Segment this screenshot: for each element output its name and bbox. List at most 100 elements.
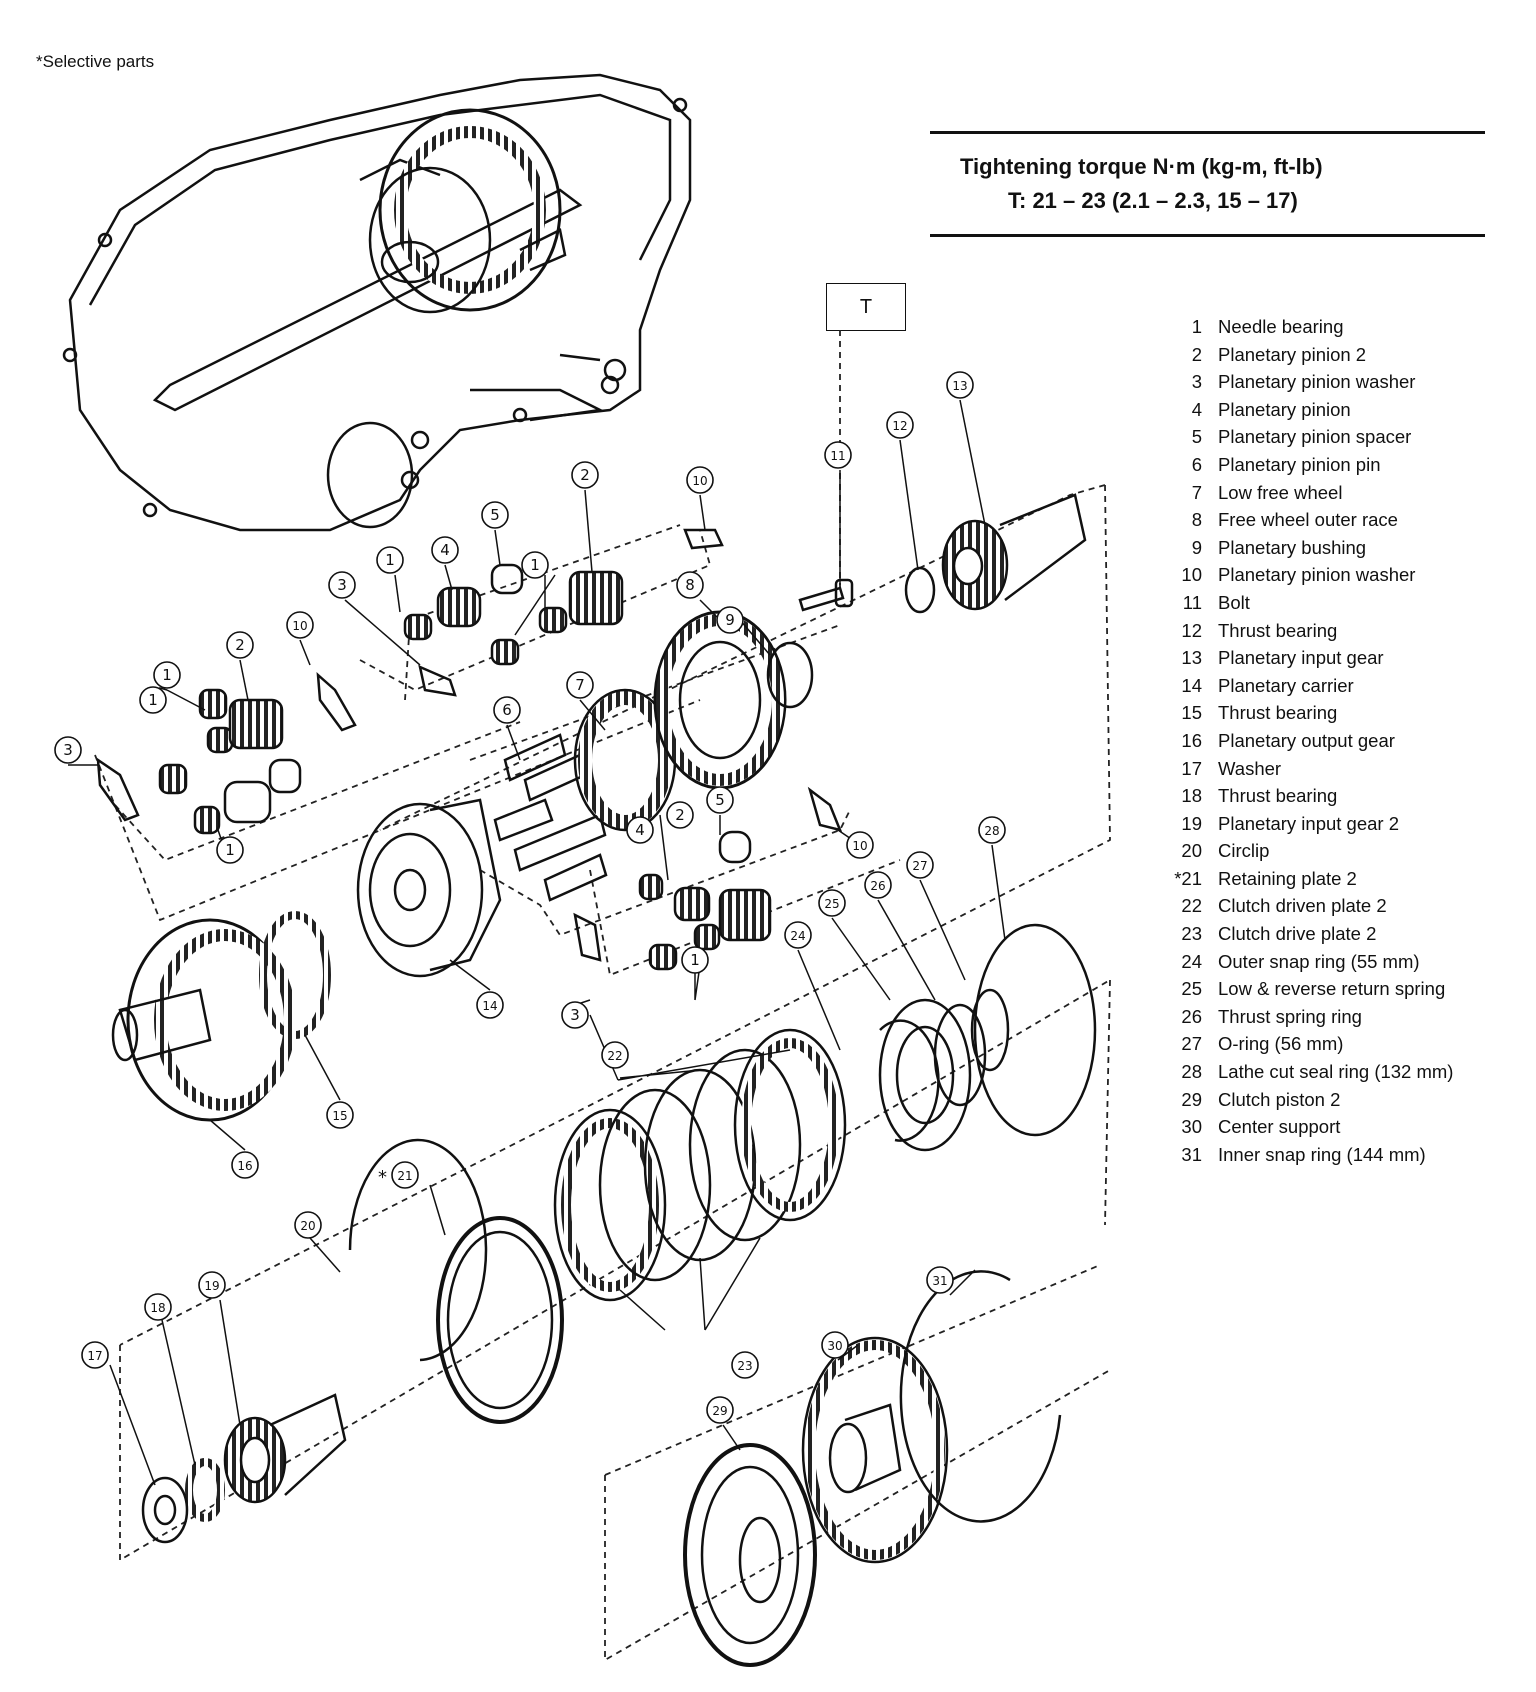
callout-number: 15 (332, 1109, 347, 1123)
callout-number: 2 (580, 466, 590, 484)
callout-circle (716, 606, 744, 634)
callout-circle (626, 816, 654, 844)
legend-label: Retaining plate 2 (1218, 867, 1357, 889)
callout-circle (818, 889, 846, 917)
callout-circle (946, 371, 974, 399)
legend-label: Planetary output gear (1218, 729, 1395, 751)
callout-8: 8 (676, 571, 704, 599)
callout-number: 1 (690, 951, 700, 969)
callout-number: 16 (237, 1159, 252, 1173)
legend-item: 8 Free wheel outer race (1148, 509, 1536, 537)
callout-26: 26 (864, 871, 892, 899)
torque-value: T: 21 – 23 (2.1 – 2.3, 15 – 17) (1008, 188, 1298, 213)
callout-number: 10 (692, 474, 707, 488)
legend-number: 8 (1191, 509, 1202, 531)
legend-number: 9 (1191, 536, 1202, 558)
callout-1: 1 (521, 551, 549, 579)
callout-25: 25 (818, 889, 846, 917)
legend-label: Thrust spring ring (1218, 1005, 1362, 1027)
callout-circle (681, 946, 709, 974)
callout-17: 17 (81, 1341, 109, 1369)
callout-31: 31 (926, 1266, 954, 1294)
callout-circle (566, 671, 594, 699)
callout-number: 12 (892, 419, 907, 433)
legend-number: 30 (1181, 1116, 1202, 1138)
callout-1: 1 (216, 836, 244, 864)
callout-circle (886, 411, 914, 439)
callout-16: 16 (231, 1151, 259, 1179)
legend-label: Inner snap ring (144 mm) (1218, 1143, 1426, 1165)
legend-label: Thrust bearing (1218, 702, 1338, 724)
callout-22: 22 (601, 1041, 629, 1069)
callout-number: 11 (830, 449, 845, 463)
legend-label: Bolt (1218, 591, 1250, 613)
callout-circle (824, 441, 852, 469)
callout-number: 5 (490, 506, 500, 524)
callout-circle (144, 1293, 172, 1321)
callout-18: 18 (144, 1293, 172, 1321)
callout-circle (561, 1001, 589, 1029)
callout-4: 4 (626, 816, 654, 844)
legend-number: 31 (1181, 1143, 1202, 1165)
legend-item: 15 Thrust bearing (1148, 702, 1536, 730)
callout-1: 1 (153, 661, 181, 689)
callout-number: 24 (790, 929, 805, 943)
callout-number: 27 (912, 859, 927, 873)
callout-circle (481, 501, 509, 529)
callout-circle (686, 466, 714, 494)
legend-number: 17 (1181, 757, 1202, 779)
callout-circle (54, 736, 82, 764)
callout-27: 27 (906, 851, 934, 879)
callout-circle (731, 1351, 759, 1379)
callout-circle (198, 1271, 226, 1299)
callout-15: 15 (326, 1101, 354, 1129)
callout-10: 10 (286, 611, 314, 639)
callout-number: 5 (715, 791, 725, 809)
legend-number: 15 (1181, 702, 1202, 724)
callout-circle (571, 461, 599, 489)
callout-circle (216, 836, 244, 864)
callout-number: 4 (635, 821, 645, 839)
legend-number: 12 (1181, 619, 1202, 641)
legend-number: 1 (1191, 316, 1202, 337)
callout-2: 2 (226, 631, 254, 659)
legend-number: 10 (1181, 564, 1202, 586)
callout-10: 10 (846, 831, 874, 859)
callout-3: 3 (561, 1001, 589, 1029)
callout-circle (431, 536, 459, 564)
torque-spec-box: Tightening torque N·m (kg-m, ft-lb) T: 2… (930, 131, 1485, 237)
legend-label: Clutch piston 2 (1218, 1088, 1341, 1110)
legend-label: Low & reverse return spring (1218, 978, 1446, 1000)
legend-number: 14 (1181, 674, 1202, 696)
callout-11: 11 (824, 441, 852, 469)
callout-number: 1 (148, 691, 158, 709)
callout-circle (226, 631, 254, 659)
callout-circle (521, 551, 549, 579)
callout-number: 23 (737, 1359, 752, 1373)
callout-number: 18 (150, 1301, 165, 1315)
callout-5: 5 (481, 501, 509, 529)
callout-14: 14 (476, 991, 504, 1019)
callout-number: 4 (440, 541, 450, 559)
legend-label: Planetary input gear 2 (1218, 812, 1400, 834)
callout-3: 3 (54, 736, 82, 764)
callout-28: 28 (978, 816, 1006, 844)
legend-label: Low free wheel (1218, 481, 1343, 503)
callout-number: 2 (235, 636, 245, 654)
legend-label: Free wheel outer race (1218, 509, 1398, 531)
callout-2: 2 (666, 801, 694, 829)
callout-number: 13 (952, 379, 967, 393)
callout-circle (846, 831, 874, 859)
torque-t-marker: T (826, 283, 906, 331)
